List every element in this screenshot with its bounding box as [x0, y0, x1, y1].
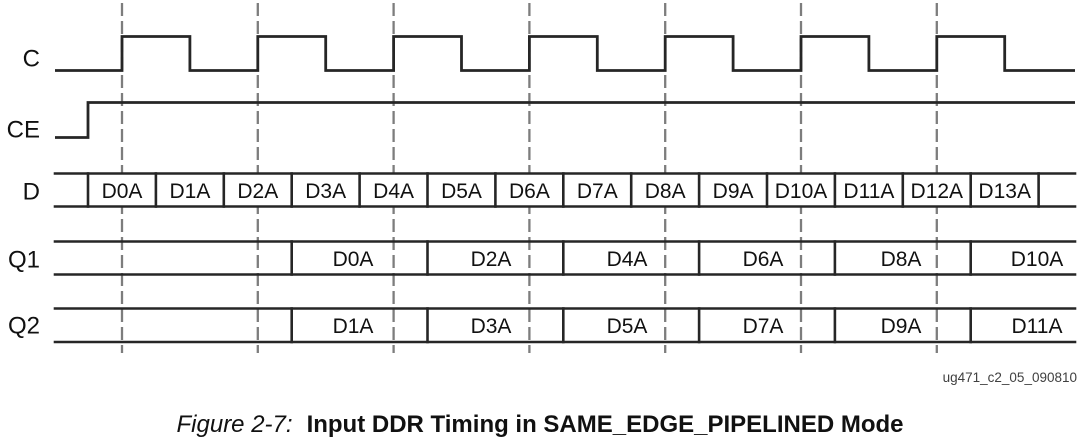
clock-enable-waveform	[55, 101, 1075, 139]
q2-cell: D3A	[471, 315, 512, 338]
q1-cell: D6A	[743, 248, 784, 271]
data-cell: D2A	[237, 180, 278, 203]
doc-reference-watermark: ug471_c2_05_090810	[943, 370, 1077, 385]
q2-cell: D11A	[1012, 315, 1063, 338]
signal-label-q1: Q1	[8, 247, 40, 274]
q2-cell: D7A	[743, 315, 784, 338]
q2-cell-boundaries	[290, 307, 973, 344]
figure-caption-number: Figure 2-7:	[176, 411, 293, 438]
q1-cell-boundaries	[290, 240, 973, 276]
signal-row-q1: Q1 D0A D2A D4A D6A D8A D10A	[8, 240, 1077, 276]
q1-cell-labels: D0A D2A D4A D6A D8A D10A	[333, 248, 1064, 271]
signal-row-q2: Q2 D1A D3A D5A D7A D9A D11A	[8, 307, 1077, 344]
data-cell: D11A	[843, 180, 894, 203]
data-cell: D1A	[169, 180, 210, 203]
data-cell: D3A	[305, 180, 346, 203]
data-cell: D9A	[713, 180, 754, 203]
q1-cell: D4A	[607, 248, 648, 271]
signal-row-data: D D0A D	[23, 172, 1077, 208]
figure-caption: Figure 2-7: Input DDR Timing in SAME_EDGE…	[0, 411, 1080, 438]
timing-diagram-svg: C CE D	[7, 3, 1077, 385]
clock-waveform	[55, 35, 1075, 72]
q2-cell: D1A	[333, 315, 374, 338]
figure-caption-title: Input DDR Timing in SAME_EDGE_PIPELINED …	[306, 411, 904, 438]
q1-cell: D2A	[471, 248, 512, 271]
data-cell: D7A	[577, 180, 618, 203]
signal-row-clock-enable: CE	[7, 101, 1075, 144]
q1-cell: D8A	[881, 248, 922, 271]
signal-label-clock: C	[23, 46, 40, 73]
signal-row-clock: C	[23, 35, 1075, 73]
data-cell: D8A	[645, 180, 686, 203]
q1-cell: D0A	[333, 248, 374, 271]
data-cell-labels: D0A D1A D2A D3A D4A D5A D6A D7A D8A D9A …	[102, 180, 1031, 203]
data-cell: D5A	[441, 180, 482, 203]
signal-label-clock-enable: CE	[7, 117, 40, 144]
q1-cell: D10A	[1011, 248, 1064, 271]
signal-label-q2: Q2	[8, 313, 40, 340]
q2-cell: D9A	[881, 315, 922, 338]
data-cell: D0A	[102, 180, 143, 203]
data-cell: D10A	[775, 180, 828, 203]
data-cell: D4A	[373, 180, 414, 203]
data-cell: D13A	[978, 180, 1031, 203]
signal-label-data: D	[23, 179, 40, 206]
data-cell: D12A	[911, 180, 964, 203]
data-cell-boundaries	[86, 172, 1040, 208]
q2-cell: D5A	[607, 315, 648, 338]
data-cell: D6A	[509, 180, 550, 203]
q2-cell-labels: D1A D3A D5A D7A D9A D11A	[333, 315, 1063, 338]
